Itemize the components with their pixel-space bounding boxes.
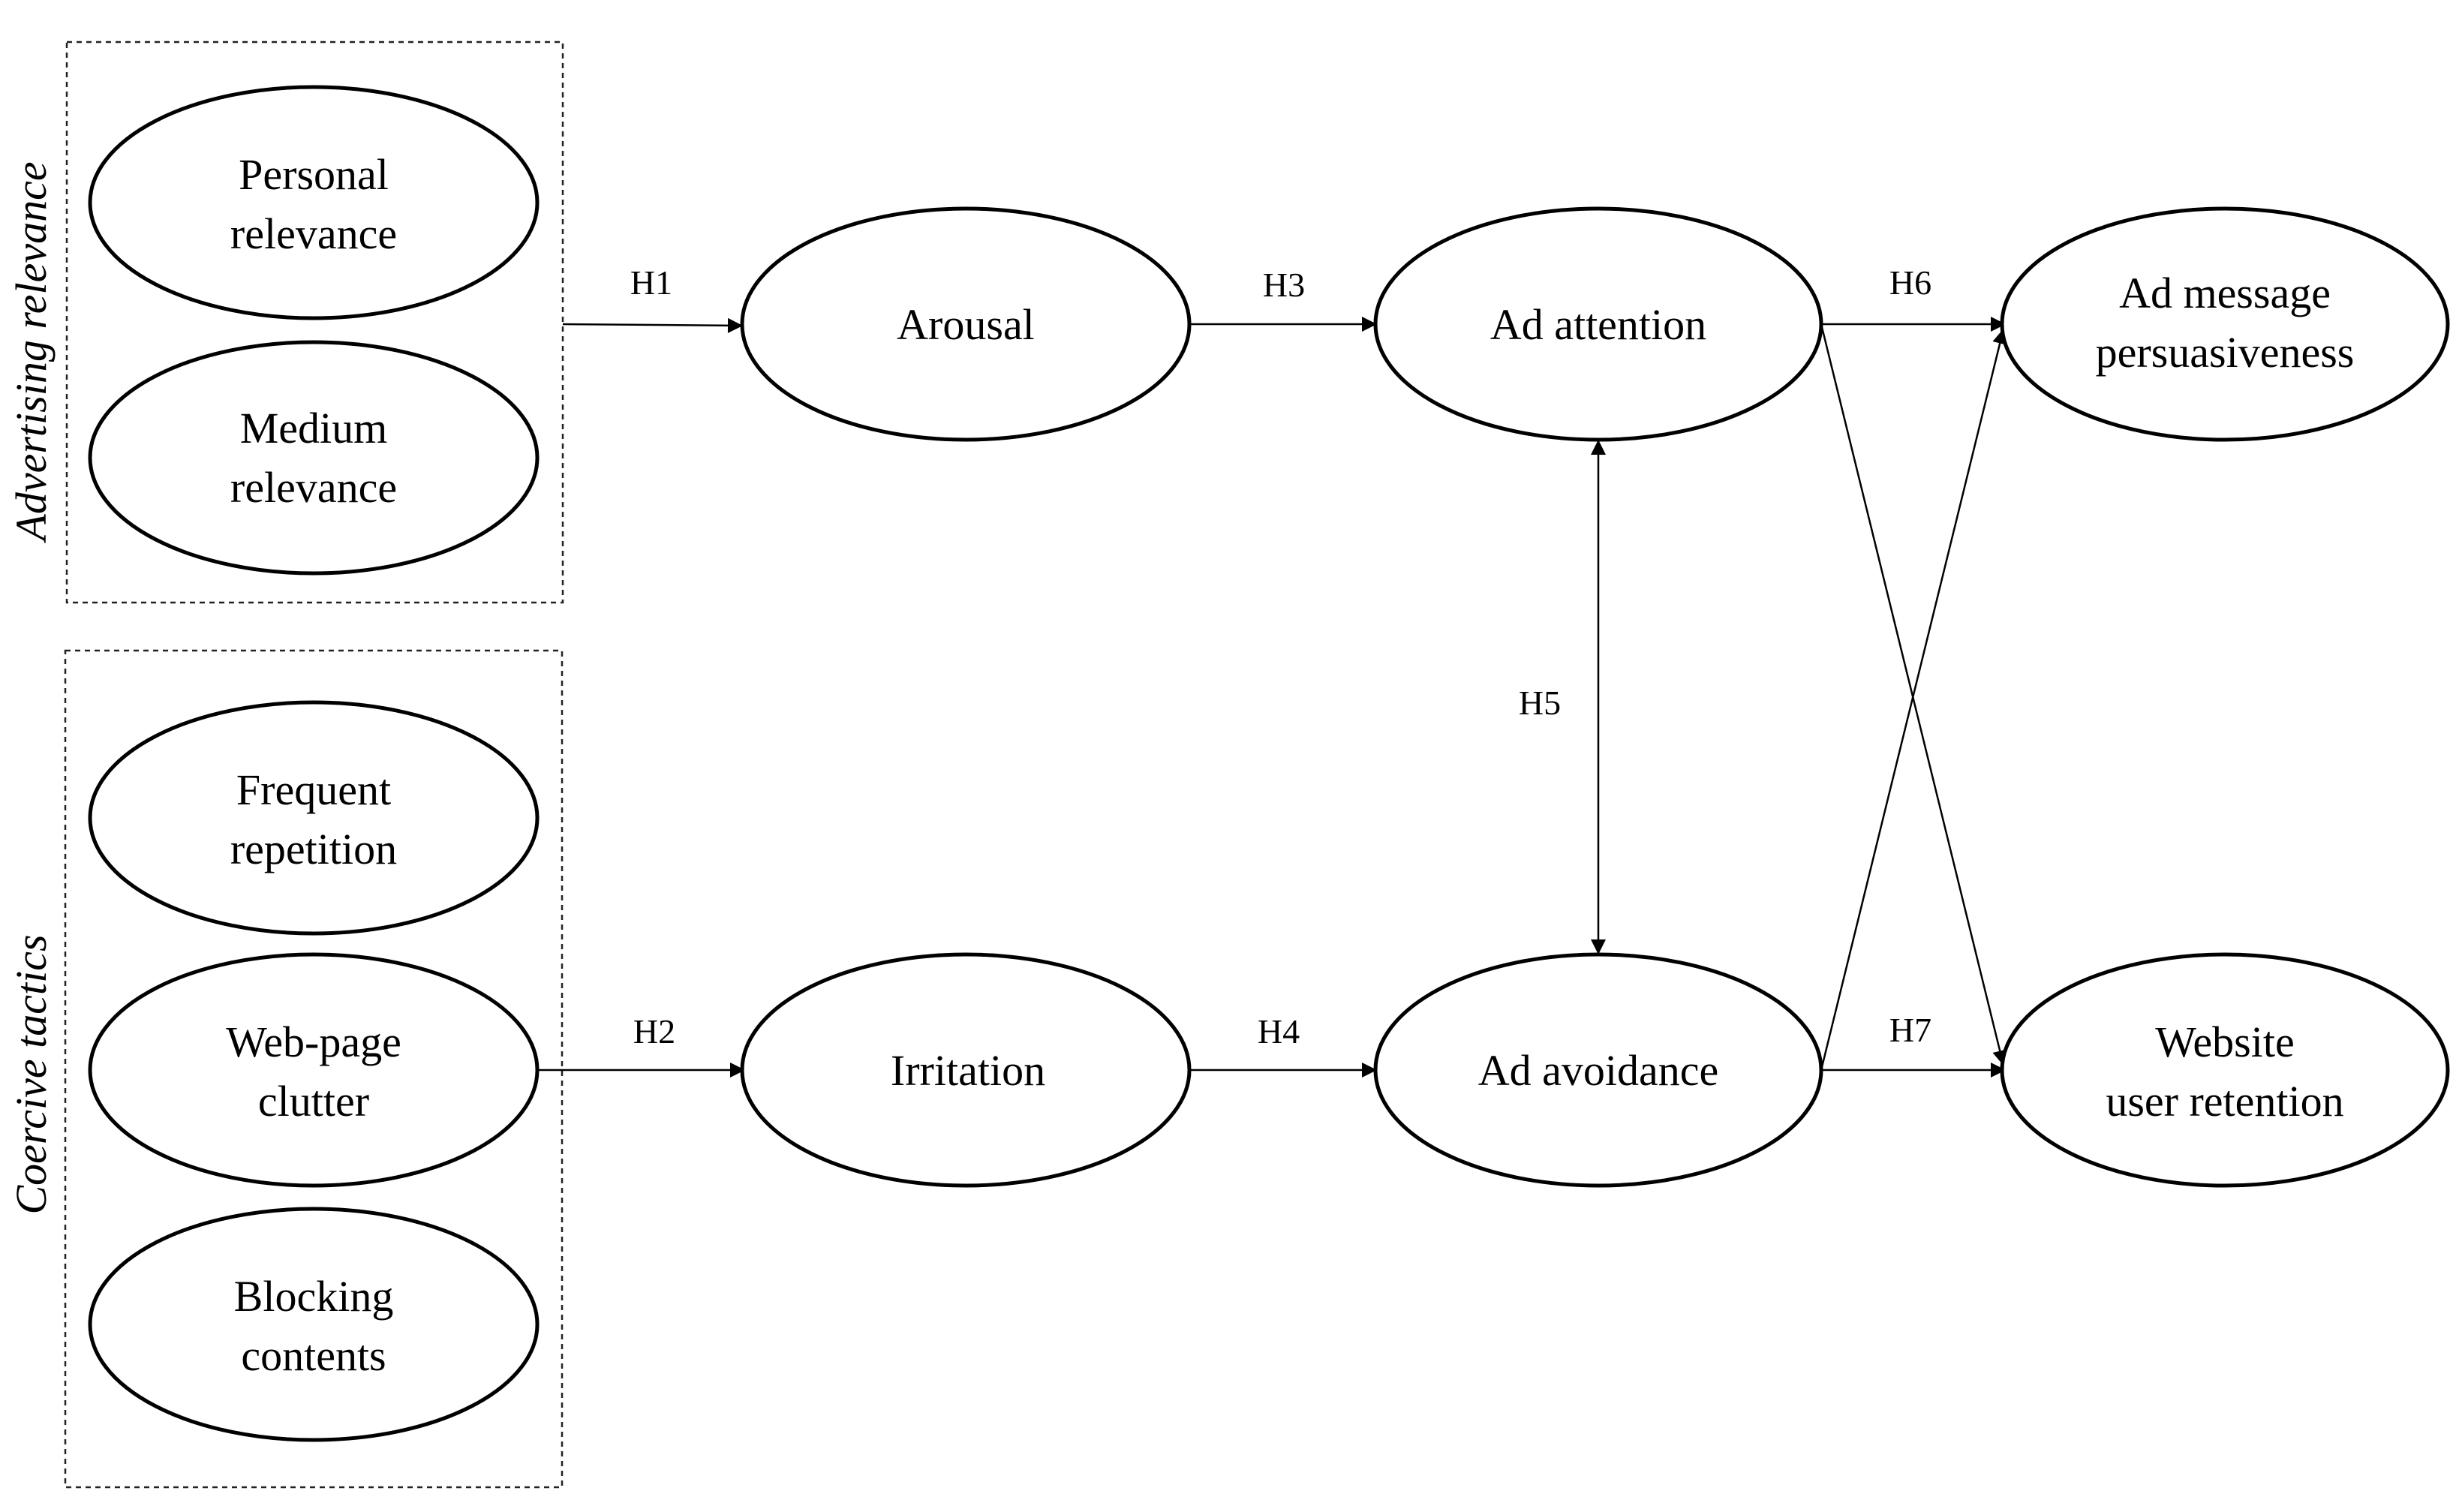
node-label-website-user-retention-2: user retention <box>2106 1077 2343 1126</box>
group-box-advertising-relevance <box>65 41 564 604</box>
node-label-ad-message-persuasiveness-1: Ad message <box>2119 269 2331 317</box>
edge-label-h1: H1 <box>630 263 672 302</box>
edges <box>537 317 2007 1078</box>
node-medium-relevance <box>88 340 540 576</box>
node-label-ad-attention: Ad attention <box>1490 300 1706 349</box>
node-label-medium-relevance-1: Medium <box>240 404 388 452</box>
node-blocking-contents <box>88 1207 540 1442</box>
node-label-ad-message-persuasiveness-2: persuasiveness <box>2096 328 2355 377</box>
node-ad-avoidance <box>1373 952 1823 1188</box>
node-label-website-user-retention-1: Website <box>2155 1018 2294 1066</box>
node-label-medium-relevance-2: relevance <box>230 463 397 512</box>
node-personal-relevance <box>88 85 540 320</box>
node-label-frequent-repetition-2: repetition <box>230 825 397 873</box>
node-irritation <box>740 952 1192 1188</box>
group-box-coercive-tactics <box>64 649 564 1489</box>
node-label-irritation: Irritation <box>891 1046 1045 1095</box>
edge-attention-to-retention <box>1820 323 2007 1066</box>
node-label-web-page-clutter-1: Web-page <box>226 1018 401 1066</box>
node-label-web-page-clutter-2: clutter <box>258 1077 369 1126</box>
node-arousal <box>740 206 1192 442</box>
node-website-user-retention <box>2000 952 2450 1188</box>
node-label-personal-relevance-2: relevance <box>230 209 397 258</box>
node-label-blocking-contents-2: contents <box>241 1331 386 1380</box>
group-label-advertising-relevance: Advertising relevance <box>7 161 56 543</box>
edge-label-h3: H3 <box>1263 266 1305 304</box>
node-ad-attention <box>1373 206 1823 442</box>
node-frequent-repetition <box>88 700 540 936</box>
edge-label-h5: H5 <box>1519 684 1561 722</box>
edge-avoidance-to-persuasiveness <box>1820 328 2007 1071</box>
node-label-frequent-repetition-1: Frequent <box>236 765 391 814</box>
edge-label-h7: H7 <box>1889 1011 1931 1049</box>
node-ad-message-persuasiveness <box>2000 206 2450 442</box>
node-label-ad-avoidance: Ad avoidance <box>1478 1046 1718 1095</box>
node-label-blocking-contents-1: Blocking <box>234 1272 394 1321</box>
edge-label-h2: H2 <box>633 1012 675 1051</box>
node-label-personal-relevance-1: Personal <box>239 150 389 199</box>
node-label-arousal: Arousal <box>897 300 1035 349</box>
edge-h1 <box>562 317 744 333</box>
edge-label-h4: H4 <box>1258 1012 1300 1051</box>
group-label-coercive-tactics: Coercive tactics <box>7 934 56 1214</box>
edge-label-h6: H6 <box>1889 263 1931 302</box>
node-web-page-clutter <box>88 952 540 1188</box>
